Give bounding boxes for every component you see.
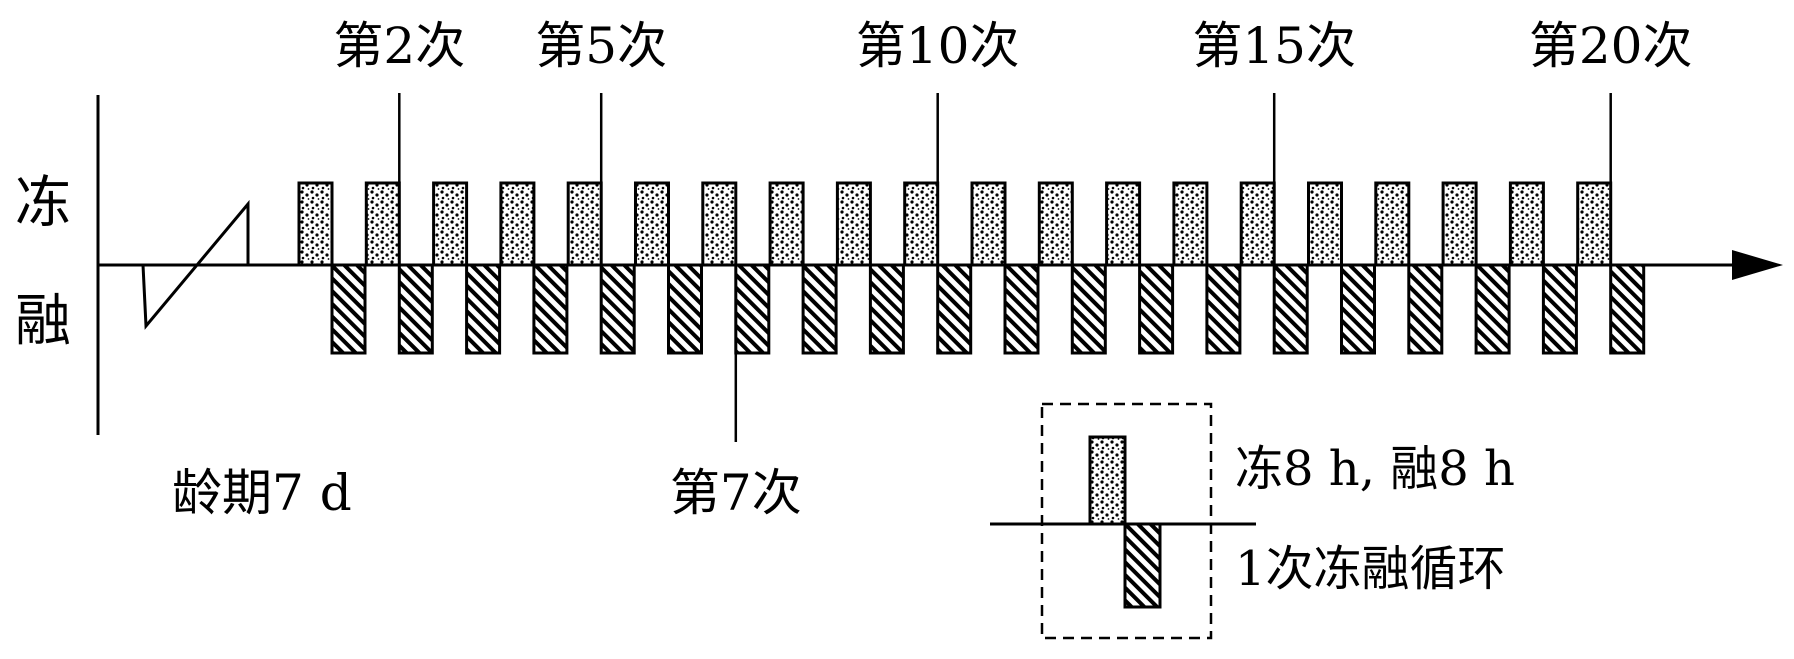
legend-box bbox=[1040, 402, 1213, 640]
cycle-markers-bottom: 第7次 bbox=[670, 265, 802, 522]
freeze-bar bbox=[1307, 181, 1343, 267]
freeze-bar bbox=[634, 181, 670, 267]
freeze-bar bbox=[297, 181, 334, 267]
thaw-bar bbox=[936, 263, 973, 355]
thaw-axis-label: 融 bbox=[15, 289, 71, 354]
cycle-markers-top: 第2次 第5次 第10次 第15次 第20次 bbox=[333, 17, 1693, 183]
thaw-bar bbox=[1003, 263, 1040, 355]
freeze-bar bbox=[1172, 181, 1209, 267]
legend-freeze-bar bbox=[1088, 435, 1127, 526]
thaw-bar bbox=[1272, 263, 1309, 355]
freeze-bar bbox=[1239, 181, 1276, 267]
freeze-bar bbox=[566, 181, 603, 267]
time-axis-arrow-icon bbox=[1732, 250, 1783, 280]
thaw-bars-group bbox=[330, 263, 1646, 355]
freeze-bar bbox=[1576, 181, 1613, 267]
thaw-bar bbox=[1205, 263, 1242, 355]
age-label: 龄期7 d bbox=[172, 464, 352, 522]
thaw-bar bbox=[1070, 263, 1107, 355]
thaw-bar bbox=[1407, 263, 1444, 355]
thaw-bar bbox=[330, 263, 367, 355]
thaw-bar bbox=[599, 263, 636, 355]
legend-cycle-text: 1次冻融循环 bbox=[1235, 541, 1506, 597]
thaw-bar bbox=[1609, 263, 1646, 355]
thaw-bar bbox=[1474, 263, 1511, 355]
freeze-bar bbox=[1441, 181, 1478, 267]
freeze-bar bbox=[364, 181, 401, 267]
freeze-axis-label: 冻 bbox=[15, 171, 71, 236]
thaw-bar bbox=[465, 263, 502, 355]
freeze-bar bbox=[499, 181, 536, 267]
thaw-bar bbox=[1340, 263, 1376, 355]
cycle-marker-label: 第15次 bbox=[1192, 17, 1356, 75]
freeze-bar bbox=[1037, 181, 1074, 267]
cycle-marker-label: 第5次 bbox=[535, 17, 667, 75]
thaw-bar bbox=[801, 263, 838, 355]
freeze-bar bbox=[1508, 181, 1545, 267]
cycle-marker-label: 第20次 bbox=[1529, 17, 1693, 75]
legend-thaw-bar bbox=[1123, 522, 1162, 609]
cycle-marker-label: 第7次 bbox=[670, 464, 802, 522]
thaw-bar bbox=[667, 263, 703, 355]
thaw-bar bbox=[734, 263, 771, 355]
freeze-bar bbox=[835, 181, 872, 267]
thaw-bar bbox=[868, 263, 905, 355]
thaw-bar bbox=[532, 263, 569, 355]
freeze-bar bbox=[701, 181, 738, 267]
legend: 冻8 h, 融8 h 1次冻融循环 bbox=[990, 402, 1515, 640]
freeze-bar bbox=[432, 181, 469, 267]
legend-duration-text: 冻8 h, 融8 h bbox=[1235, 441, 1515, 497]
freeze-bar bbox=[1374, 181, 1411, 267]
freeze-bar bbox=[903, 181, 940, 267]
freeze-bar bbox=[970, 181, 1007, 267]
freeze-bar bbox=[1105, 181, 1142, 267]
cycle-marker-label: 第10次 bbox=[856, 17, 1020, 75]
freeze-bars-group bbox=[297, 181, 1613, 267]
thaw-bar bbox=[397, 263, 434, 355]
thaw-bar bbox=[1138, 263, 1175, 355]
thaw-bar bbox=[1541, 263, 1578, 355]
freeze-bar bbox=[768, 181, 805, 267]
cycle-marker-label: 第2次 bbox=[333, 17, 465, 75]
